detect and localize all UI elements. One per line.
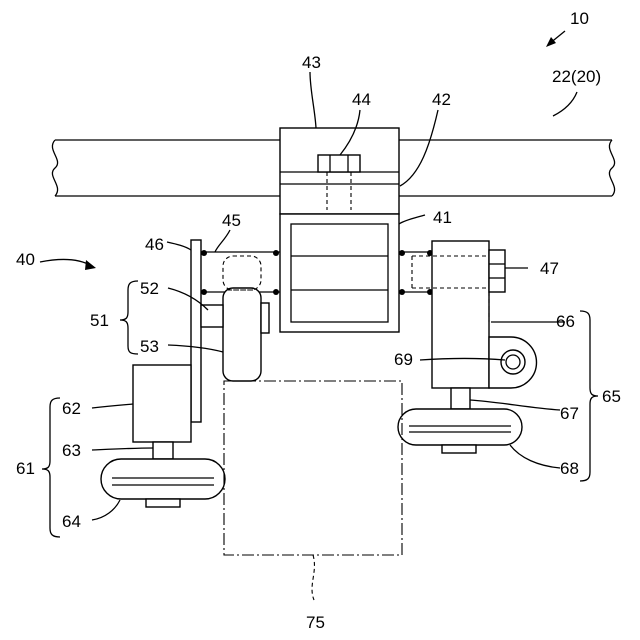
wheel-64	[101, 459, 225, 507]
wheel-68	[398, 409, 522, 453]
label-61: 61	[16, 459, 35, 478]
label-43: 43	[302, 53, 321, 72]
label-41: 41	[433, 208, 452, 227]
label-62: 62	[62, 399, 81, 418]
label-46: 46	[145, 235, 164, 254]
label-75: 75	[306, 613, 325, 632]
label-63: 63	[62, 441, 81, 460]
label-68: 68	[560, 459, 579, 478]
label-64: 64	[62, 512, 81, 531]
pin-69	[501, 350, 525, 374]
label-10: 10	[570, 9, 589, 28]
plate-46	[191, 240, 201, 422]
arrow-40-head	[85, 260, 96, 270]
label-22: 22(20)	[552, 67, 601, 86]
label-44: 44	[352, 90, 371, 109]
brace-51	[120, 281, 138, 354]
label-47: 47	[540, 259, 559, 278]
label-69: 69	[394, 350, 413, 369]
label-66: 66	[556, 312, 575, 331]
housing-62	[133, 365, 191, 442]
label-40: 40	[16, 250, 35, 269]
brace-61	[42, 398, 60, 537]
label-45: 45	[222, 211, 241, 230]
object-75	[224, 381, 402, 600]
label-52: 52	[140, 279, 159, 298]
label-42: 42	[432, 90, 451, 109]
arrow-10	[546, 31, 565, 47]
roller-53	[223, 256, 261, 381]
label-51: 51	[90, 311, 109, 330]
label-67: 67	[560, 404, 579, 423]
label-65: 65	[602, 387, 621, 406]
label-53: 53	[140, 337, 159, 356]
block-41	[280, 214, 399, 332]
shaft-63	[153, 442, 173, 459]
brace-65	[580, 311, 598, 481]
shaft-67	[451, 388, 470, 409]
